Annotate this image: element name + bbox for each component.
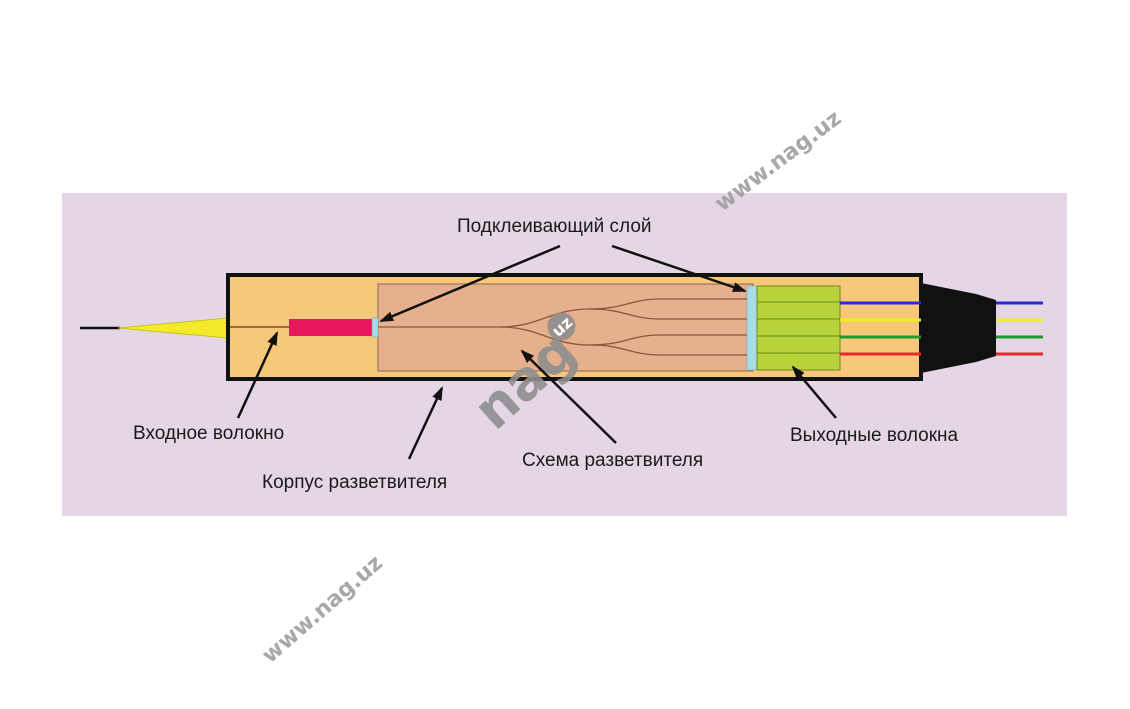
splitter-waveguides [378,298,747,356]
label-output-fibers: Выходные волокна [790,425,959,446]
label-glue-layer: Подклеивающий слой [457,216,652,237]
label-input-fiber: Входное волокно [133,423,284,444]
arrow-circuit [520,349,617,444]
arrow-input-fiber [236,331,279,419]
output-boot [921,283,996,373]
arrow-glue-left [379,244,561,323]
label-splitter-housing: Корпус разветвителя [262,472,447,493]
glue-layer-output [746,285,758,371]
glue-layer-input [371,317,379,338]
watermark-site-text-bottom: www.nag.uz [258,551,388,669]
arrow-glue-right [611,244,747,293]
watermark-bottom: www.nag.uz [258,551,388,669]
arrow-housing [407,386,444,460]
watermark-logo-badge [547,312,576,341]
input-connector [289,319,372,336]
output-fiber-block [756,285,841,371]
callout-arrows [236,244,837,460]
label-splitter-circuit: Схема разветвителя [522,450,703,471]
arrow-output-fibers [791,365,837,419]
